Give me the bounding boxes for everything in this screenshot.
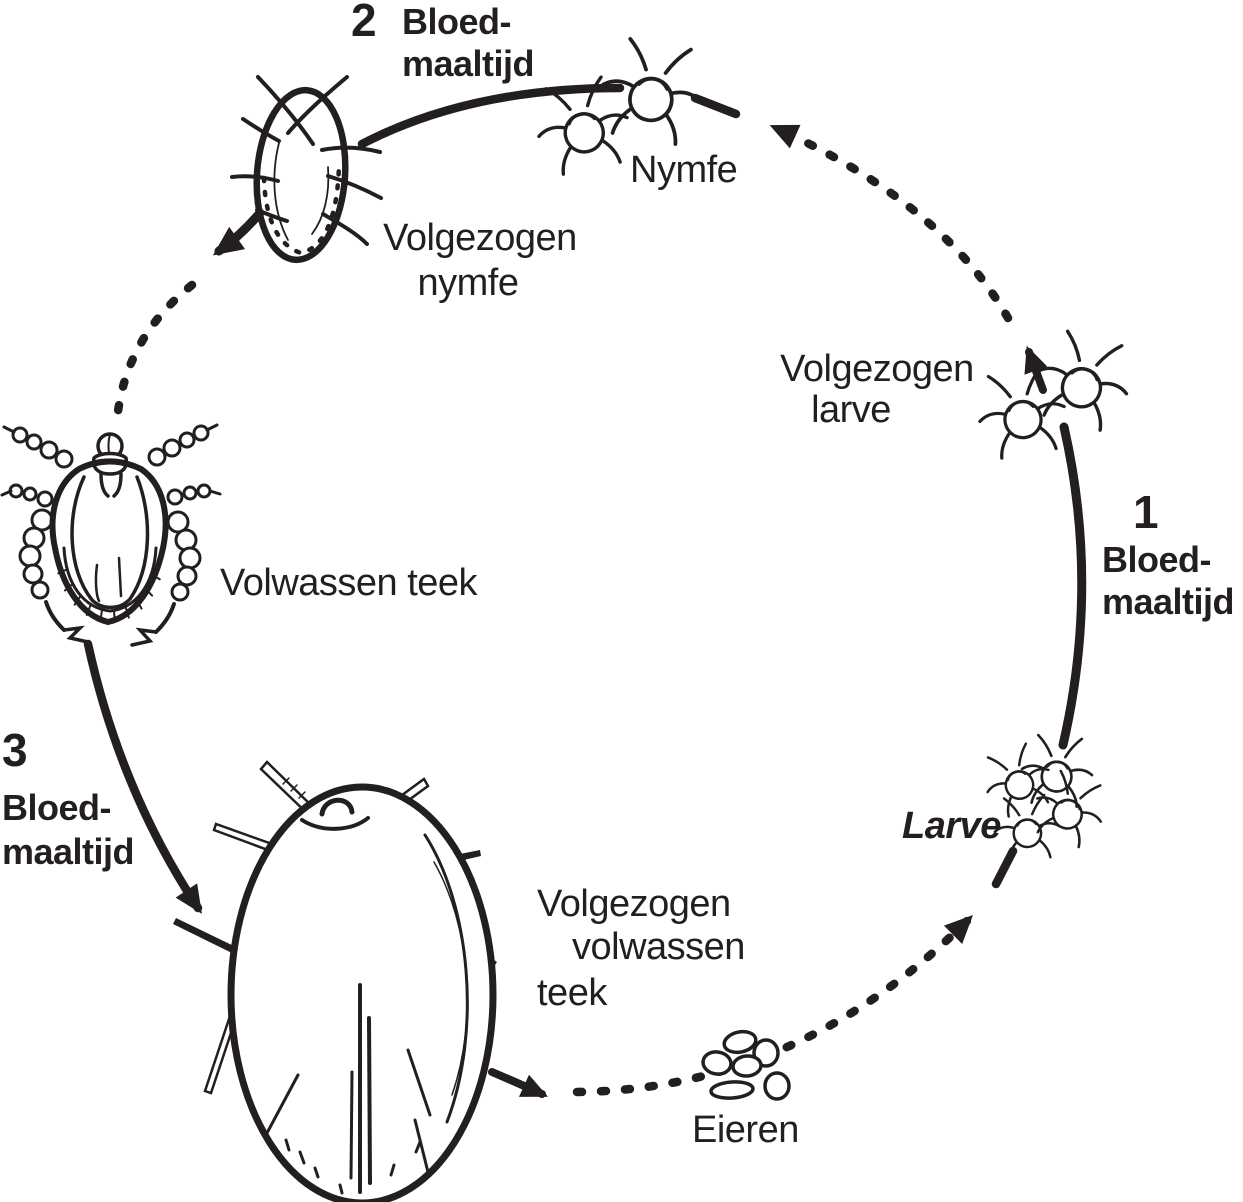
label-volgezogen-larve-line1: Volgezogen [780,348,974,390]
arrow-egg-laying [488,1068,549,1098]
engorged-nymph-illustration [230,75,383,264]
label-volgezogen-nymfe-line1: Volgezogen [383,217,577,259]
label-volgezogen-volwassen-teek: Volgezogen volwassen teek [537,883,745,1014]
adult-tick-illustration [0,423,222,647]
step-3-number: 3 [2,724,27,776]
engorged-adult-tick-illustration [173,760,497,1202]
arrow-blood-meal-3 [83,639,203,914]
step-1-number: 1 [1133,486,1158,538]
label-volgezogen-larve-line2: larve [811,389,891,431]
label-larve: Larve [902,805,1001,847]
step-1-label: 1 Bloed- maaltijd [1102,486,1235,622]
label-volgezogen-nymfe: Volgezogen nymfe [383,217,577,304]
dashed-arc-molt-to-adult [112,280,197,425]
label-nymfe: Nymfe [630,149,737,191]
label-eieren: Eieren [692,1109,799,1151]
step-3-line1: Bloed- [2,787,111,828]
step-1-line1: Bloed- [1102,539,1211,580]
arc-blood-meal-2 [357,83,625,149]
fed-larva-pair-illustration [970,325,1140,463]
label-volgezogen-larve: Volgezogen larve [780,348,974,431]
arc-blood-meal-1 [1058,422,1087,750]
label-volgezogen-nymfe-line2: nymfe [418,262,519,304]
arrow-engorged-nymph-detach [212,208,265,256]
step-2-number: 2 [351,0,376,46]
dashed-arc-molt-to-nymph [690,93,1013,323]
label-vvt-line1: Volgezogen [537,883,731,925]
step-2-label: 2 Bloed- maaltijd [351,0,535,84]
step-2-line2: maaltijd [402,43,534,84]
step-3-line2: maaltijd [2,831,134,872]
step-3-label: 3 Bloed- maaltijd [2,724,135,872]
arrow-fed-larva-detach [1024,345,1048,394]
label-vvt-line2: volwassen [572,926,745,968]
egg-cluster-illustration [701,1029,791,1101]
step-1-line2: maaltijd [1102,581,1234,622]
label-volwassen-teek: Volwassen teek [220,562,479,604]
label-vvt-line3: teek [537,972,608,1014]
step-2-line1: Bloed- [402,1,511,42]
